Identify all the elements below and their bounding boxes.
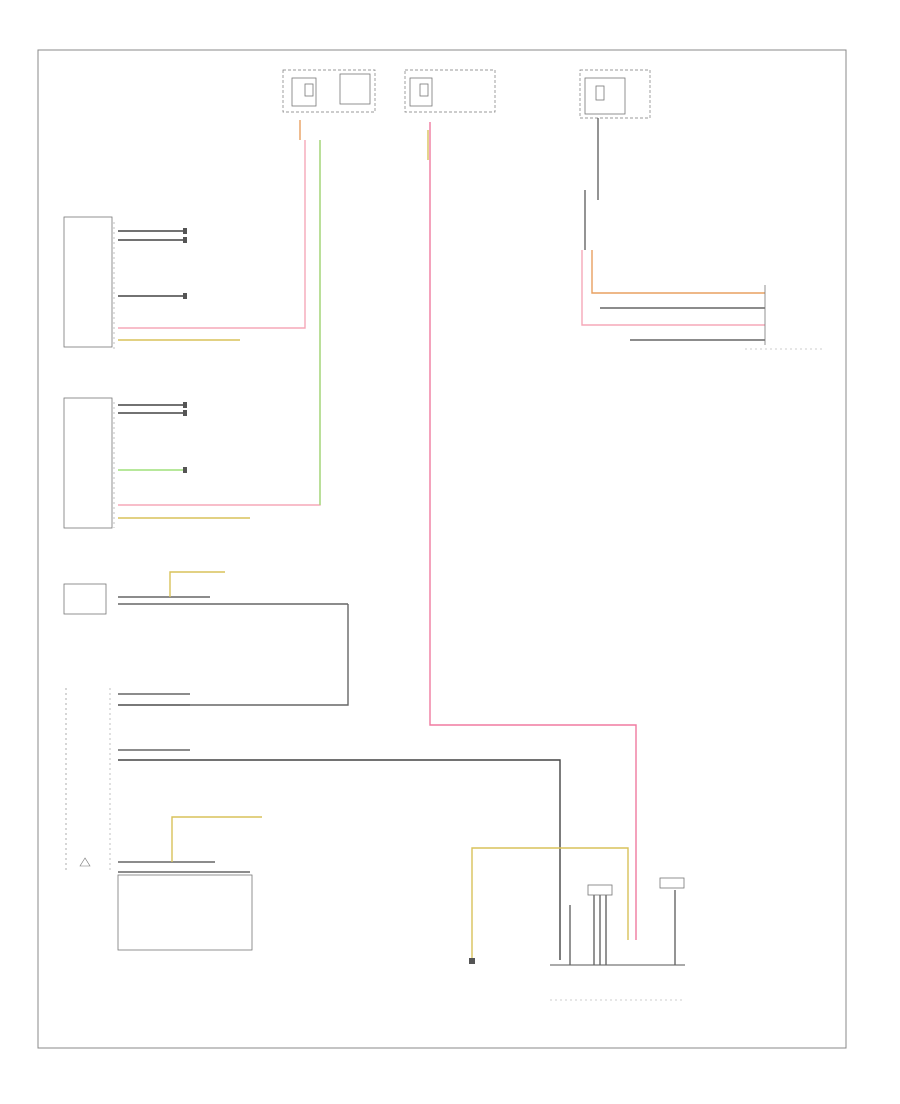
fuse-icon [304, 83, 314, 97]
module-1-wires [118, 120, 306, 341]
fuse-box-2 [404, 69, 496, 113]
fuse-icon [419, 83, 429, 97]
pink-main-wire [429, 122, 637, 940]
diagram-frame [37, 49, 847, 1049]
module-1-box [63, 216, 113, 348]
ground-symbol-icon [469, 958, 475, 964]
fuse-box-1 [282, 69, 376, 113]
right-upper-wires [581, 118, 825, 350]
module-4-wires [118, 693, 561, 960]
module-3-box [63, 583, 107, 615]
module-2-box [63, 397, 113, 529]
connector-icon [587, 884, 613, 896]
module-2-wires [118, 140, 321, 519]
fuse-box-3 [579, 69, 651, 119]
fuse-icon [595, 85, 605, 101]
warning-triangle-icon [79, 857, 91, 867]
bottom-connector [469, 847, 685, 1001]
module-3-wires [118, 571, 349, 706]
module-4-label-box [117, 874, 253, 951]
